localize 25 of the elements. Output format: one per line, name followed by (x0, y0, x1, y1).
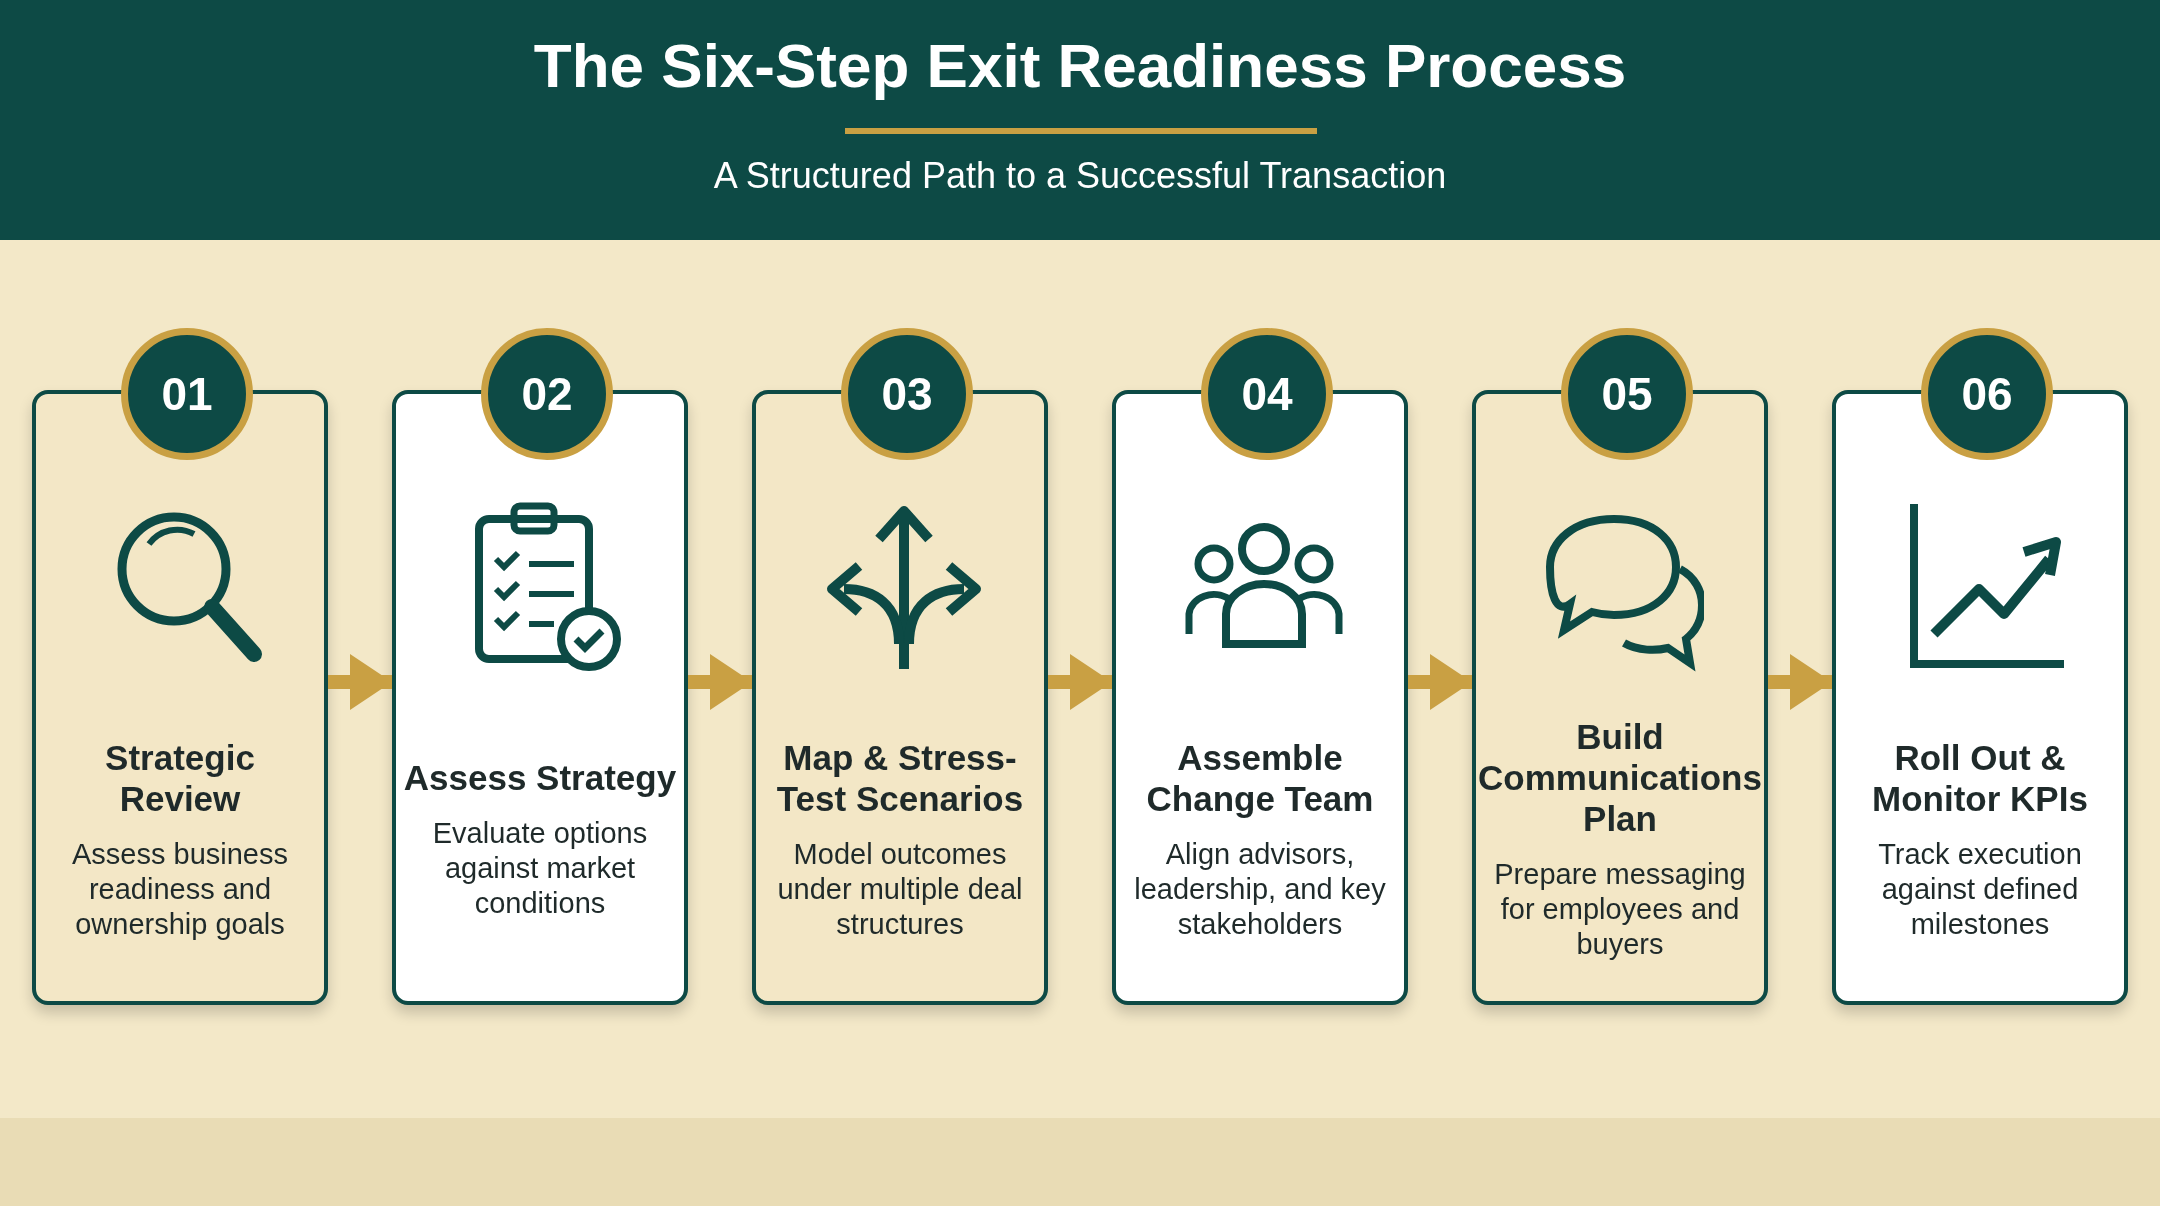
step-description: Track execution against defined milestones (1877, 836, 2083, 942)
number-badge: 01 (121, 328, 253, 460)
step-title: Assess Strategy (403, 757, 677, 798)
number-badge: 06 (1921, 328, 2053, 460)
number-badge: 02 (481, 328, 613, 460)
step-title: Strategic Review (104, 736, 256, 819)
step-description: Model outcomes under multiple deal structures (776, 836, 1024, 942)
step-title: Assemble Change Team (1145, 736, 1375, 819)
arrow (1768, 654, 1832, 710)
title: The Six-Step Exit Readiness Process (532, 30, 1628, 101)
arrow (328, 654, 392, 710)
number-badge: 05 (1561, 328, 1693, 460)
step-title: Build Communications Plan (1478, 716, 1762, 839)
step-description: Evaluate options against market conditions (431, 816, 649, 921)
step-title: Map & Stress-Test Scenarios (775, 736, 1025, 819)
step-description: Prepare messaging for employees and buyers (1493, 857, 1747, 962)
subtitle: A Structured Path to a Successful Transaction (712, 155, 1448, 197)
arrow (1408, 654, 1472, 710)
arrow (688, 654, 752, 710)
step-description: Align advisors, leadership, and key stakeholders (1133, 836, 1387, 942)
number-badge: 04 (1201, 328, 1333, 460)
number-badge: 03 (841, 328, 973, 460)
step-title: Roll Out & Monitor KPIs (1871, 736, 2089, 819)
step-description: Assess business readiness and ownership goals (71, 836, 289, 942)
arrow (1048, 654, 1112, 710)
